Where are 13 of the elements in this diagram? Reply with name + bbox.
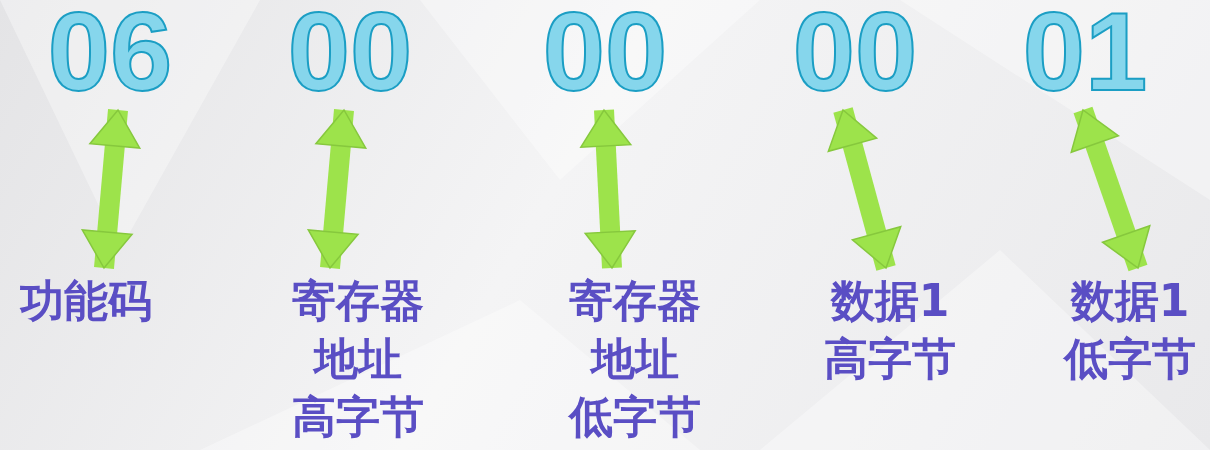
double-arrow <box>307 109 367 269</box>
field-label: 寄存器地址高字节 <box>278 272 438 446</box>
field-label: 寄存器地址低字节 <box>555 272 715 446</box>
field-label: 数据1高字节 <box>810 272 970 388</box>
double-arrow <box>1070 106 1151 272</box>
double-arrow <box>81 109 141 269</box>
hex-value: 00 <box>280 0 420 108</box>
double-arrow <box>827 107 902 271</box>
hex-value: 00 <box>785 0 925 108</box>
field-label: 数据1低字节 <box>1052 272 1208 388</box>
double-arrow <box>580 109 636 269</box>
hex-value: 00 <box>535 0 675 108</box>
field-label: 功能码 <box>8 272 163 330</box>
